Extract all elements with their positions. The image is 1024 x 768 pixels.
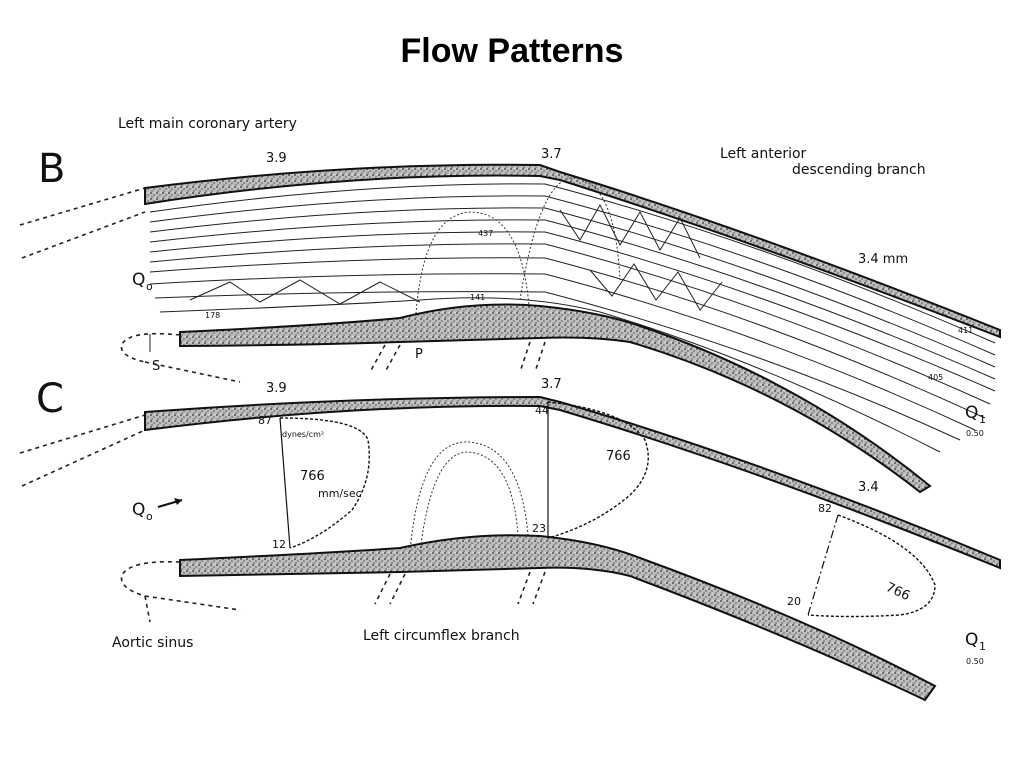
panel-b-upper-wall — [144, 163, 1001, 339]
panel-c-letter: C — [36, 376, 64, 422]
panel-b-lower-wall — [179, 303, 932, 494]
panel-b-outflow-sub: 1 — [979, 413, 986, 426]
panel-c-stress-bottom-right: 20 — [787, 595, 801, 608]
panel-b-dim-mid: 3.7 — [541, 147, 562, 162]
svg-text:437: 437 — [478, 229, 493, 238]
panel-c-dim-mid: 3.7 — [541, 377, 562, 392]
panel-b-streamlines: 178 141 437 405 411 — [149, 177, 996, 453]
panel-b-inlet-upper-edge — [19, 187, 146, 226]
panel-c-inflow-sub: o — [146, 510, 153, 523]
svg-text:411: 411 — [958, 326, 973, 335]
panel-b-label-left-main-coronary: Left main coronary artery — [118, 116, 297, 132]
panel-b-marker-p: P — [415, 347, 423, 362]
panel-b-sinus-outline — [120, 332, 181, 363]
panel-c-velocity-right: 766 — [883, 580, 912, 604]
panel-c-dim-right: 3.4 — [858, 480, 879, 495]
panel-b-dim-right: 3.4 mm — [858, 252, 908, 267]
svg-text:178: 178 — [205, 311, 220, 320]
panel-c-stress-unit: dynes/cm² — [282, 430, 324, 439]
panel-b-outflow-value: 0.50 — [966, 429, 984, 438]
svg-text:141: 141 — [470, 293, 485, 302]
panel-b-label-lad-line1: Left anterior — [720, 146, 807, 162]
panel-c-dim-left: 3.9 — [266, 381, 287, 396]
panel-c-velocity-unit: mm/sec — [318, 487, 362, 500]
panel-b-inflow-q: Q — [132, 270, 145, 290]
panel-c-profile1-curve — [279, 417, 370, 549]
panel-c: C 3.9 3.7 3.4 87 dynes/cm² 766 mm/sec 12 — [19, 376, 1001, 702]
panel-c-label-circumflex: Left circumflex branch — [363, 628, 520, 644]
panel-c-sinus-outline — [120, 560, 181, 597]
panel-b-dim-left: 3.9 — [266, 151, 287, 166]
panel-c-vortex-loop — [409, 441, 529, 553]
panel-c-stress-bottom-left: 12 — [272, 538, 286, 551]
panel-b-letter: B — [38, 146, 65, 192]
panel-c-velocity-mid: 766 — [606, 449, 631, 464]
panel-b: B Left main coronary artery Left anterio… — [19, 116, 1001, 494]
panel-b-marker-s: S — [152, 359, 160, 374]
panel-c-outflow-value: 0.50 — [966, 657, 984, 666]
panel-c-profile1-axis — [279, 417, 291, 549]
svg-text:405: 405 — [928, 373, 943, 382]
panel-c-stress-top-mid: 44 — [535, 404, 549, 417]
panel-c-velocity-left: 766 — [300, 469, 325, 484]
panel-c-upper-wall — [144, 395, 1001, 570]
panel-c-profile3-curve — [807, 514, 936, 618]
panel-b-label-lad-line2: descending branch — [792, 162, 926, 178]
panel-c-inlet-lower-edge — [21, 429, 146, 487]
panel-c-profile3-axis — [807, 514, 839, 616]
panel-c-lower-wall — [179, 534, 937, 702]
panel-b-outflow-q: Q — [965, 403, 978, 423]
panel-c-stress-top-right: 82 — [818, 502, 832, 515]
panel-c-outflow-sub: 1 — [979, 640, 986, 653]
panel-b-inlet-lower-edge — [21, 211, 146, 259]
panel-c-label-aortic-sinus: Aortic sinus — [112, 635, 193, 651]
panel-b-inflow-sub: o — [146, 280, 153, 293]
panel-c-inflow-q: Q — [132, 500, 145, 520]
slide-title: Flow Patterns — [400, 32, 624, 70]
panel-c-stress-top-left: 87 — [258, 414, 272, 427]
panel-c-stress-bottom-mid: 23 — [532, 522, 546, 535]
panel-c-inlet-upper-edge — [19, 414, 146, 454]
panel-c-outflow-q: Q — [965, 630, 978, 650]
